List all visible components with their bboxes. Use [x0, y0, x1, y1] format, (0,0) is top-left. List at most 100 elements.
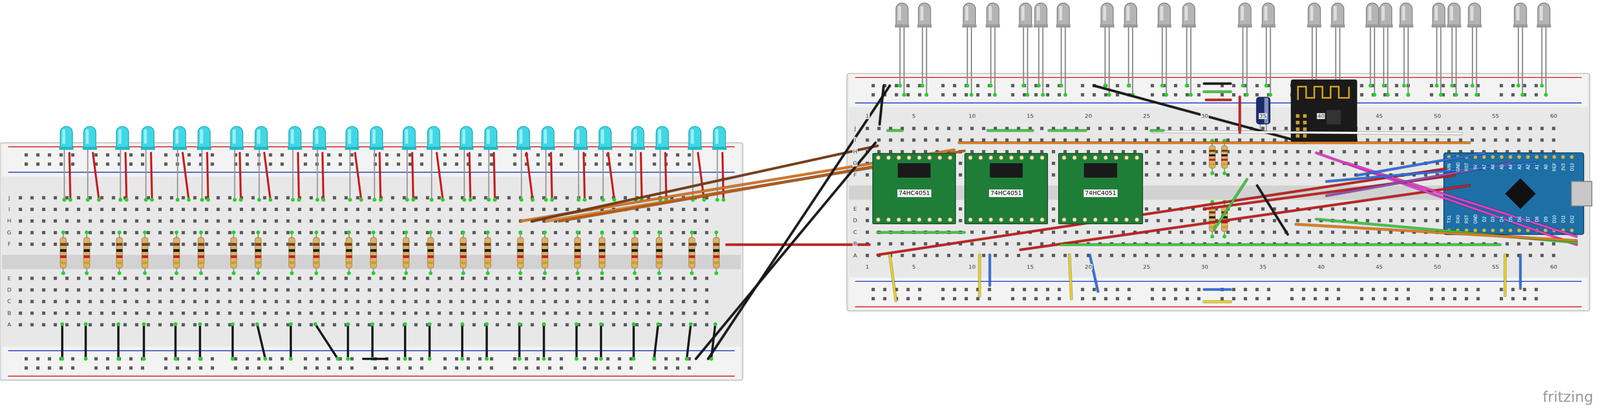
breadboard-hole — [42, 219, 46, 224]
breadboard-hole — [65, 231, 69, 235]
breadboard-hole — [1284, 126, 1288, 131]
jumper-wire-outline — [987, 128, 1033, 132]
jumper-wire — [686, 324, 692, 360]
breadboard-hole — [402, 207, 407, 212]
breadboard-hole — [181, 311, 185, 316]
breadboard-hole — [941, 93, 945, 97]
breadboard-hole — [379, 231, 383, 235]
breadboard-hole — [181, 219, 185, 224]
breadboard-hole — [548, 366, 552, 370]
breadboard-hole — [681, 300, 686, 304]
breadboard-hole — [507, 242, 511, 247]
connected-hole — [632, 271, 637, 276]
breadboard-hole — [460, 288, 465, 292]
breadboard-hole — [437, 288, 441, 292]
breadboard-hole — [1429, 297, 1434, 301]
breadboard-hole — [1296, 173, 1300, 177]
breadboard-hole — [391, 323, 395, 327]
breadboard-hole — [193, 196, 197, 200]
breadboard-hole — [1051, 161, 1056, 166]
breadboard-hole — [355, 323, 360, 327]
breadboard-hole — [1365, 230, 1370, 235]
breadboard-hole — [1243, 297, 1247, 301]
led-symbol — [344, 126, 362, 200]
breadboard-hole — [100, 277, 104, 281]
breadboard-hole — [437, 231, 441, 235]
resistor-symbol — [1209, 140, 1216, 174]
breadboard-hole — [112, 242, 116, 247]
breadboard-hole — [181, 300, 185, 304]
breadboard-hole — [1302, 288, 1306, 292]
jumper-wire — [542, 324, 545, 360]
breadboard-hole — [100, 219, 104, 224]
multiplexer-chip: 74HC4051 — [872, 153, 956, 225]
breadboard-hole — [635, 300, 639, 304]
breadboard-hole — [129, 162, 133, 166]
breadboard-hole — [170, 231, 174, 235]
breadboard-hole — [1185, 297, 1189, 301]
breadboard-hole — [553, 288, 558, 292]
breadboard-hole — [1296, 254, 1300, 258]
breadboard-hole — [460, 277, 465, 281]
breadboard-hole — [565, 323, 569, 327]
breadboard-hole — [982, 254, 986, 258]
breadboard-hole — [53, 242, 58, 247]
breadboard-hole — [391, 219, 395, 224]
breadboard-hole — [1476, 288, 1480, 292]
connected-hole — [142, 322, 146, 327]
breadboard-hole — [24, 162, 29, 166]
breadboard-hole — [47, 357, 52, 362]
breadboard-hole — [414, 300, 418, 304]
breadboard-hole — [1051, 173, 1056, 177]
breadboard-hole — [134, 219, 139, 224]
breadboard-hole — [871, 84, 875, 88]
breadboard-hole — [251, 196, 255, 200]
breadboard-hole — [495, 231, 499, 235]
breadboard-hole — [1330, 173, 1335, 177]
breadboard-hole — [134, 231, 139, 235]
led-symbol — [1431, 2, 1446, 95]
breadboard-hole — [425, 277, 430, 281]
resistor-symbol — [141, 232, 148, 274]
breadboard-hole — [134, 323, 139, 327]
connected-hole — [599, 357, 603, 362]
breadboard-hole — [1429, 84, 1434, 88]
breadboard-hole — [1499, 84, 1504, 88]
breadboard-hole — [414, 231, 418, 235]
connected-hole — [920, 83, 925, 88]
breadboard-hole — [274, 277, 278, 281]
jumper-wire — [84, 324, 87, 360]
breadboard-hole — [280, 162, 284, 166]
jumper-wire — [575, 324, 578, 360]
breadboard-hole — [216, 242, 220, 247]
connected-hole — [689, 322, 693, 327]
breadboard-hole — [877, 138, 881, 143]
breadboard-hole — [647, 219, 651, 224]
connected-hole — [969, 92, 974, 97]
breadboard-hole — [106, 153, 110, 157]
breadboard-hole — [1371, 288, 1376, 292]
breadboard-hole — [705, 288, 709, 292]
breadboard-hole — [112, 311, 116, 316]
breadboard-hole — [379, 311, 383, 316]
breadboard-hole — [402, 219, 407, 224]
breadboard-hole — [146, 300, 151, 304]
breadboard-hole — [315, 357, 319, 362]
breadboard-hole — [269, 162, 273, 166]
breadboard-hole — [958, 254, 963, 258]
breadboard-body — [846, 73, 1590, 312]
breadboard-hole — [338, 162, 342, 166]
led-symbol — [917, 2, 932, 95]
breadboard-hole — [350, 162, 354, 166]
breadboard-hole — [1261, 207, 1265, 211]
breadboard-hole — [582, 357, 587, 362]
breadboard-hole — [923, 254, 928, 258]
breadboard-hole — [449, 242, 453, 247]
breadboard-hole — [1464, 297, 1469, 301]
connected-hole — [713, 322, 718, 327]
breadboard-hole — [134, 311, 139, 316]
connected-hole — [702, 198, 707, 202]
breadboard-hole — [30, 196, 34, 200]
breadboard-hole — [1238, 207, 1242, 211]
